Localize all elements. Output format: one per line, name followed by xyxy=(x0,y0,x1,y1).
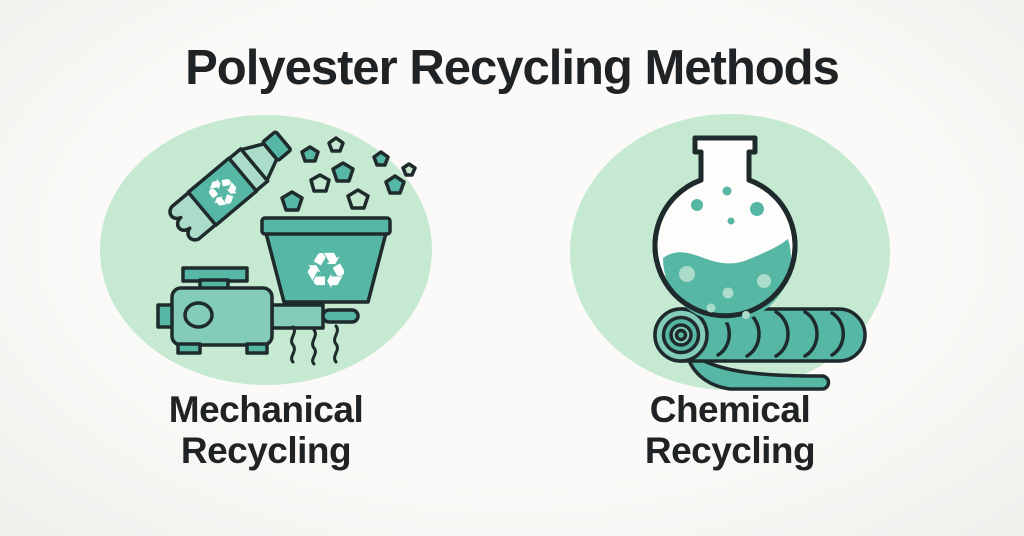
liquid-bubbles xyxy=(679,266,771,319)
vapor-bubbles xyxy=(691,186,764,225)
label-line: Mechanical xyxy=(168,389,364,430)
bottle-label xyxy=(186,156,259,227)
round-bottom-flask-icon xyxy=(652,135,798,323)
mechanical-recycling-illustration: ♻ ♻ xyxy=(100,115,432,385)
label-chemical-recycling: Chemical Recycling xyxy=(560,389,900,471)
bin-rim xyxy=(260,216,392,236)
panel-chemical-recycling xyxy=(560,112,900,392)
fabric-roll-icon xyxy=(653,307,867,391)
plastic-bottle-icon: ♻ xyxy=(168,130,292,242)
panel-mechanical-recycling: ♻ ♻ xyxy=(96,112,436,392)
machine-barrel xyxy=(270,303,325,330)
roll-core xyxy=(674,328,688,342)
label-mechanical-recycling: Mechanical Recycling xyxy=(96,389,436,471)
fabric-sheet-icon xyxy=(686,354,831,391)
shredder-machine-icon xyxy=(156,266,360,355)
machine-foot xyxy=(245,342,269,355)
machine-foot xyxy=(176,342,202,355)
chemical-recycling-illustration xyxy=(570,114,890,391)
label-line: Recycling xyxy=(644,429,816,471)
label-line: Recycling xyxy=(180,429,352,471)
plastic-flakes-icon xyxy=(280,136,417,212)
chemical-liquid xyxy=(662,239,791,323)
machine-port xyxy=(183,301,214,329)
page-title: Polyester Recycling Methods xyxy=(185,41,840,95)
label-line: Chemical xyxy=(649,389,811,430)
recycling-bin-icon: ♻ xyxy=(260,216,392,304)
extruded-strands-icon xyxy=(290,324,339,366)
machine-nozzle xyxy=(321,308,360,324)
flask-outline xyxy=(652,135,798,319)
recycle-symbol-icon: ♻ xyxy=(304,242,349,300)
